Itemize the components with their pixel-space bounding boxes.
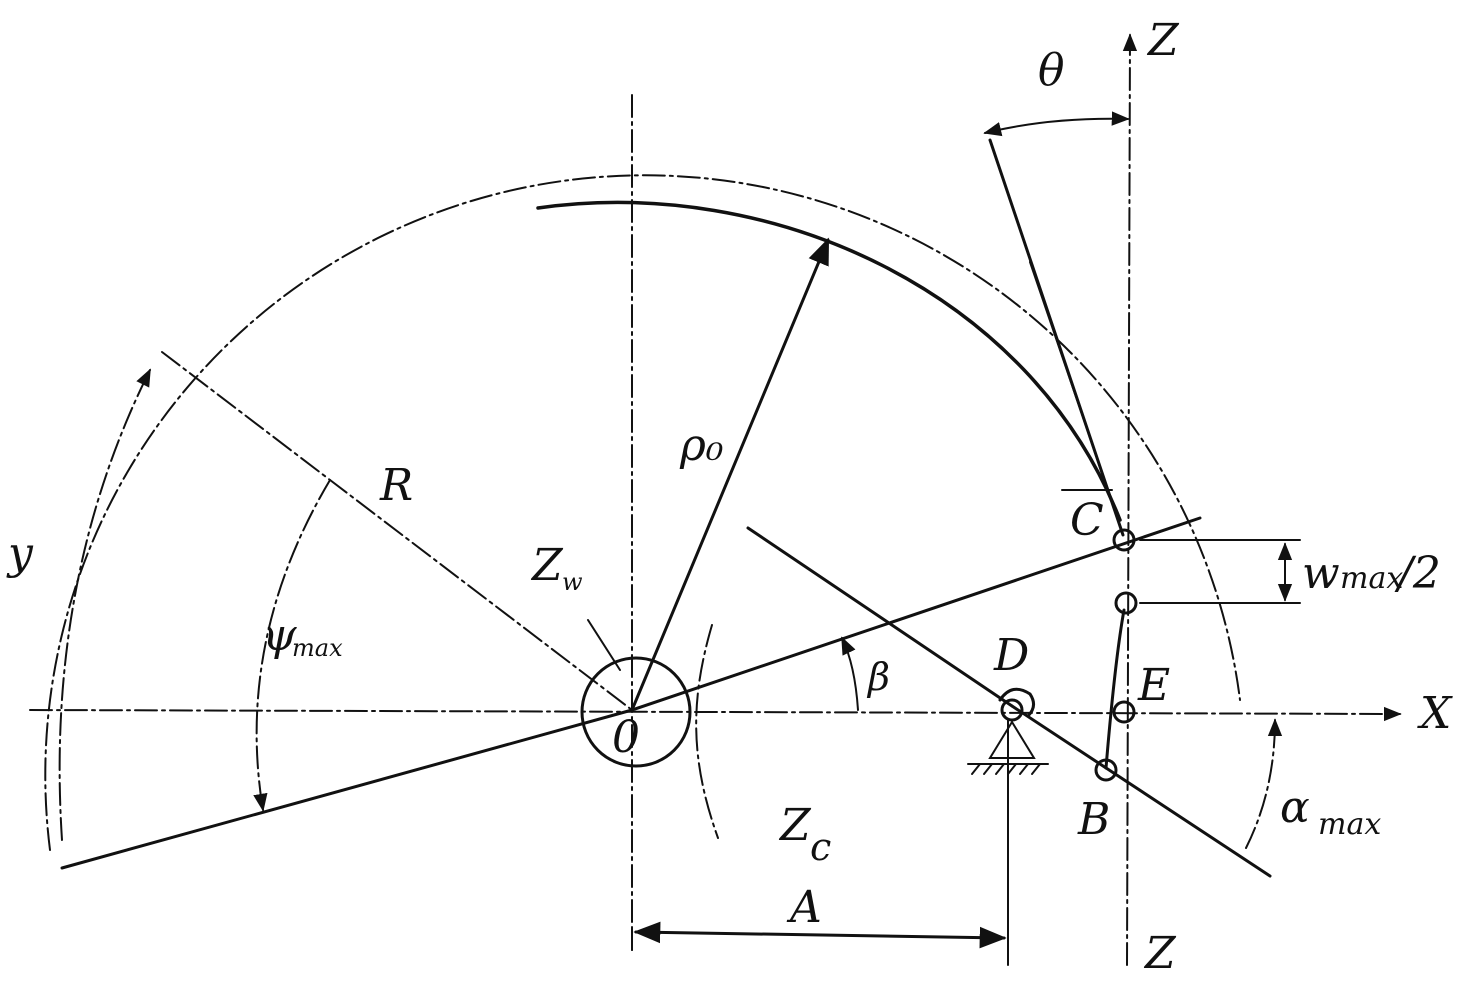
label-beta: β xyxy=(866,655,890,699)
joint-d xyxy=(1000,698,1024,722)
label-rho: ρ₀ xyxy=(679,420,724,471)
joint-e xyxy=(1112,700,1136,724)
ground-support xyxy=(988,720,1036,759)
label-r: R xyxy=(379,460,413,511)
circle-zw xyxy=(580,656,692,768)
z-axis-line xyxy=(1122,33,1138,966)
alpha-arc xyxy=(1245,718,1283,849)
label-e: E xyxy=(1137,660,1170,711)
y-arc xyxy=(58,368,151,841)
arc-zc xyxy=(695,624,719,839)
joint-b xyxy=(1094,758,1118,782)
label-zw-sub: w xyxy=(562,568,583,596)
label-zc: Z xyxy=(778,800,812,851)
label-z-top: Z xyxy=(1146,15,1180,66)
theta-arc xyxy=(983,111,1130,137)
tangent-line xyxy=(1029,261,1119,521)
label-theta: θ xyxy=(1038,45,1065,96)
joint-d-hook xyxy=(998,687,1035,718)
label-z-bottom: Z xyxy=(1143,928,1177,979)
ground-hatch xyxy=(971,763,1041,775)
joint-upper-e xyxy=(1114,591,1138,615)
arm-upper xyxy=(746,526,1014,708)
label-zw: Z xyxy=(530,540,564,591)
label-zc-sub: c xyxy=(810,825,831,869)
label-d: D xyxy=(993,630,1029,681)
label-alpha: α xyxy=(1280,782,1310,833)
label-b: B xyxy=(1077,794,1110,845)
psi-arc xyxy=(253,479,331,812)
label-y: y xyxy=(6,528,34,579)
radius-rho-line xyxy=(630,237,830,712)
line-o-c xyxy=(630,516,1202,712)
label-psi-sub: max xyxy=(292,634,343,662)
arm-lower xyxy=(1010,704,1272,878)
label-alpha-sub: max xyxy=(1318,807,1381,842)
lower-bound-line xyxy=(60,708,634,870)
zw-leader xyxy=(587,619,621,671)
label-x: X xyxy=(1417,688,1453,739)
label-a: A xyxy=(786,882,822,933)
label-wmax-div: /2 xyxy=(1394,548,1441,599)
label-wmax-sub: max xyxy=(1340,561,1403,596)
beta-arc xyxy=(841,636,859,711)
joint-c xyxy=(1112,528,1136,552)
dim-a-line xyxy=(633,921,1007,949)
inner-arc-rho xyxy=(536,200,1122,522)
outer-arc-r xyxy=(44,174,1241,851)
link-b-c xyxy=(1104,608,1126,770)
label-wmax: w xyxy=(1302,548,1340,599)
label-c: C xyxy=(1070,495,1104,546)
label-psi: ψ xyxy=(262,610,297,661)
radius-r-line xyxy=(161,351,633,711)
x-axis-line xyxy=(29,706,1402,722)
label-o: 0 xyxy=(612,712,640,763)
